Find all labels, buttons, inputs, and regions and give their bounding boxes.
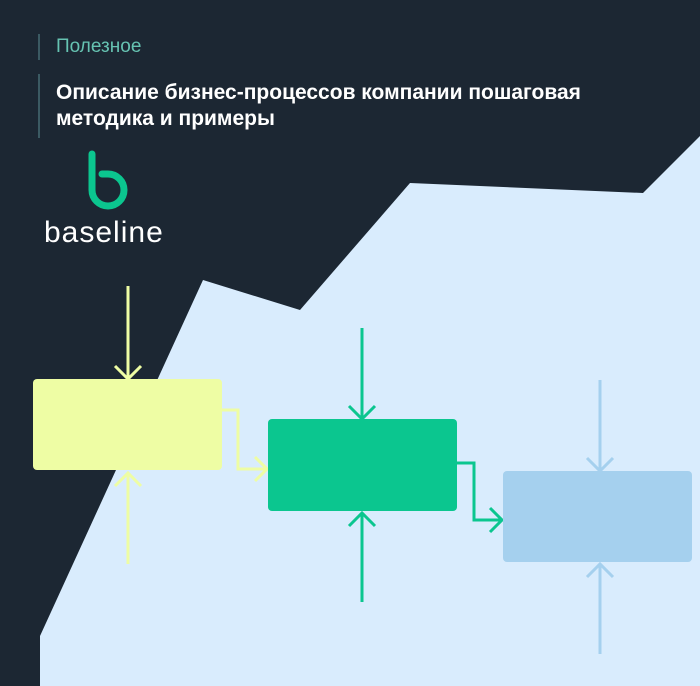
process-block-1 <box>33 286 270 564</box>
process-block-3 <box>503 380 692 654</box>
brand-name: baseline <box>44 216 164 249</box>
baseline-b-logo-icon <box>88 150 128 210</box>
article-category: Полезное <box>38 34 141 60</box>
brand-logo: baseline <box>44 150 184 250</box>
article-title-block: Описание бизнес-процессов компании пошаг… <box>38 74 676 138</box>
process-block-2 <box>268 328 505 602</box>
article-title: Описание бизнес-процессов компании пошаг… <box>56 81 581 130</box>
